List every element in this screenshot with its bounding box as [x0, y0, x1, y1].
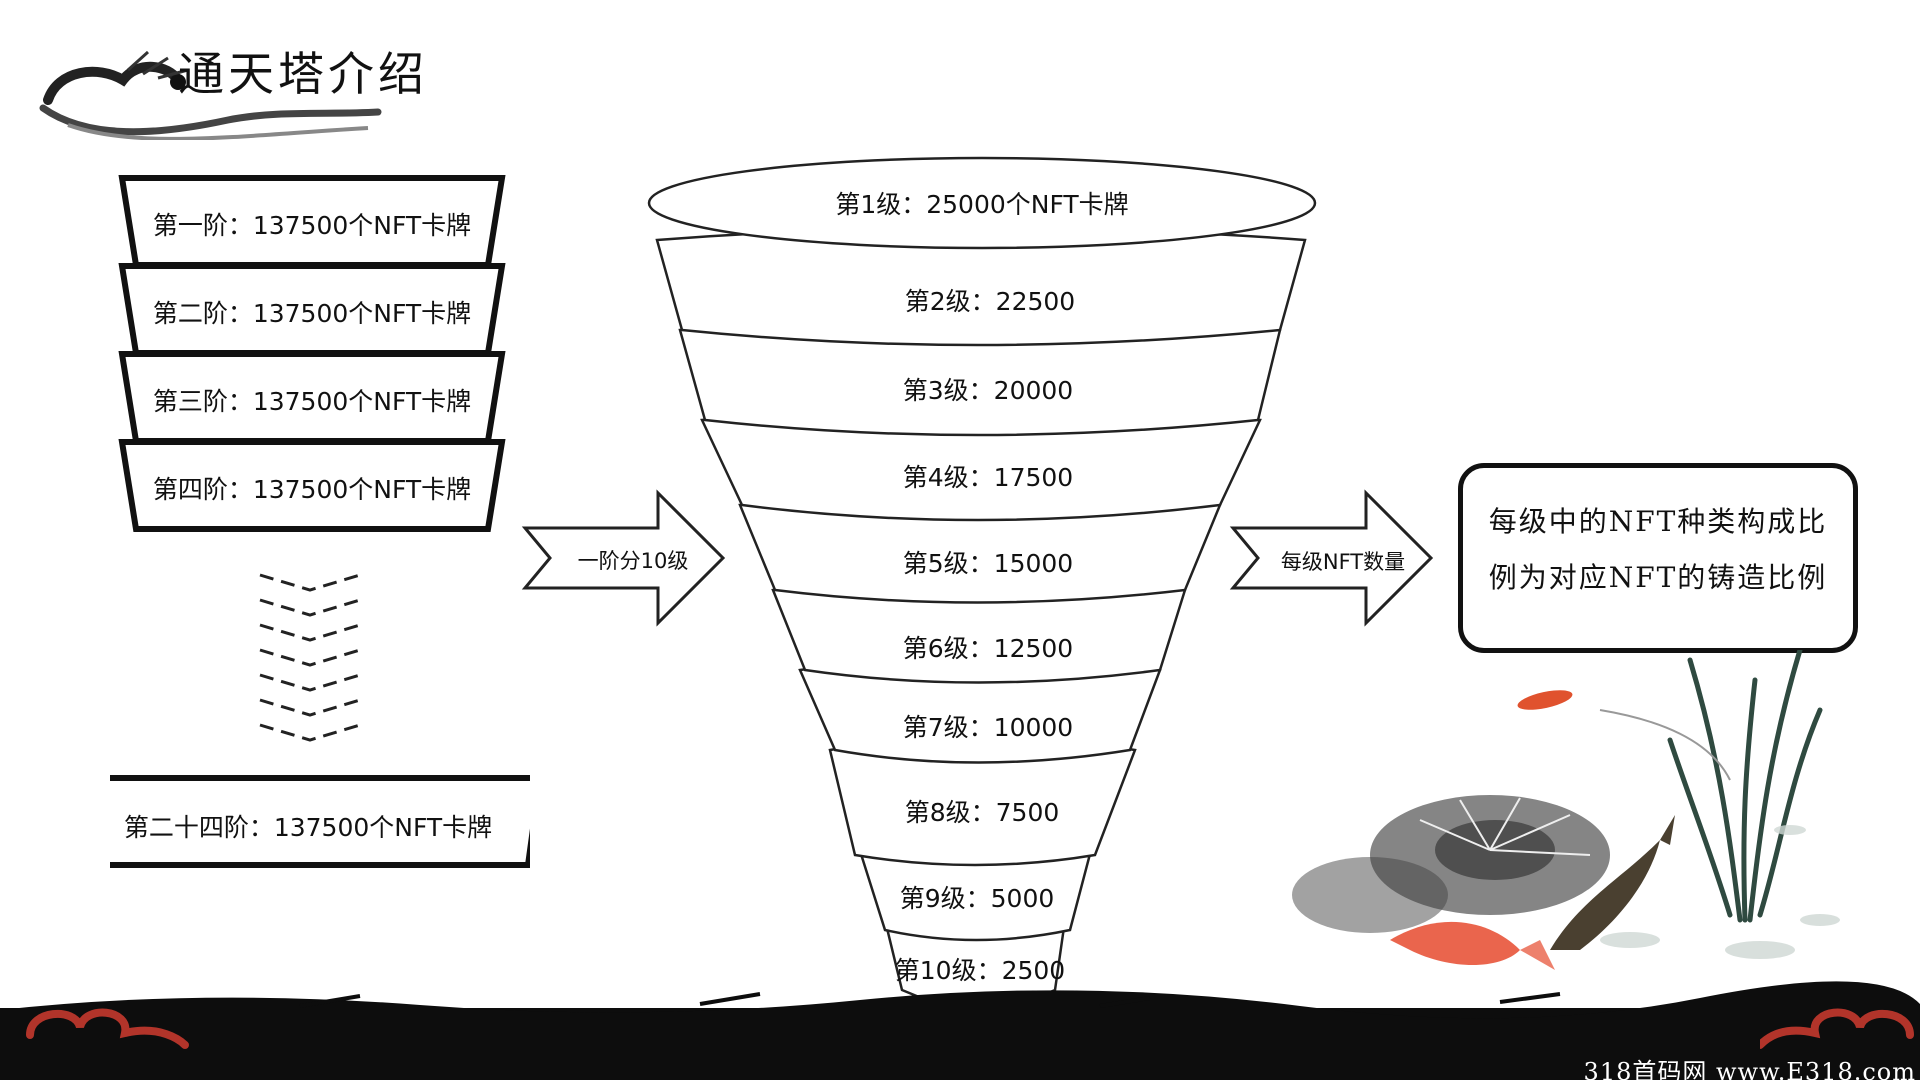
tier-label-2: 第二阶：137500个NFT卡牌 [152, 299, 472, 328]
note-line-2: 例为对应NFT的铸造比例 [1488, 561, 1828, 594]
level-label-5: 第5级：15000 [902, 549, 1074, 578]
cloud-scroll-icon-left [26, 1008, 189, 1049]
level-label-4: 第4级：17500 [902, 463, 1074, 492]
red-lotus-bud-icon [1517, 690, 1573, 710]
tier-4-box [118, 439, 506, 532]
footer-brush-edge [0, 981, 1920, 1020]
page-title: 通天塔介绍 [178, 47, 428, 101]
funnel-diagram [647, 156, 1317, 1024]
note-line-1: 每级中的NFT种类构成比 [1488, 505, 1828, 538]
arrow-right-label: 每级NFT数量 [1280, 550, 1406, 574]
level-label-9: 第9级：5000 [899, 884, 1055, 913]
watermark-text: 318首码网 www.E318.com [1583, 1058, 1916, 1086]
level-label-6: 第6级：12500 [902, 634, 1074, 663]
tier-24-box [110, 775, 530, 868]
ink-lotus-illustration [1292, 650, 1840, 970]
funnel-level-1 [647, 156, 1317, 250]
cloud-scroll-icon-right [1760, 1008, 1914, 1049]
level-label-2: 第2级：22500 [904, 287, 1076, 316]
tier-label-24: 第二十四阶：137500个NFT卡牌 [123, 813, 493, 842]
ink-dragon-icon [39, 50, 382, 140]
tier-stack [110, 175, 530, 868]
footer-ink-bar [0, 1008, 1920, 1080]
koi-fish-illustration [1390, 815, 1675, 970]
arrow-left-label: 一阶分10级 [577, 549, 689, 573]
level-label-3: 第3级：20000 [902, 376, 1074, 405]
level-label-10: 第10级：2500 [894, 956, 1066, 985]
chevrons-down-icon [259, 573, 361, 742]
level-label-7: 第7级：10000 [902, 713, 1074, 742]
tier-label-1: 第一阶：137500个NFT卡牌 [152, 211, 472, 240]
note-box: 每级中的NFT种类构成比 例为对应NFT的铸造比例 [1458, 463, 1858, 653]
arrow-left-shape [521, 489, 726, 627]
tier-label-4: 第四阶：137500个NFT卡牌 [152, 475, 472, 504]
arrow-right-shape [1229, 489, 1434, 627]
level-label-8: 第8级：7500 [904, 798, 1060, 827]
tier-label-3: 第三阶：137500个NFT卡牌 [152, 387, 472, 416]
level-label-1: 第1级：25000个NFT卡牌 [835, 190, 1129, 219]
